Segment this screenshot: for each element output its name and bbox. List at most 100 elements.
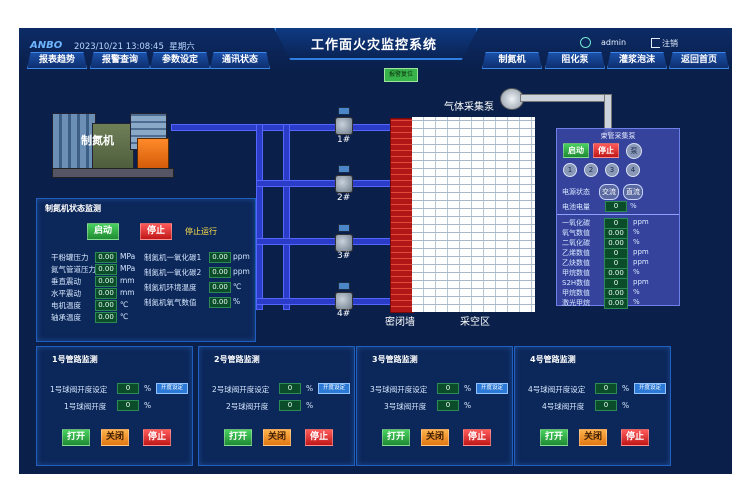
nav-report-trend[interactable]: 报表趋势	[27, 52, 87, 69]
gas-row-unit: ppm	[633, 258, 649, 266]
valve-set-value[interactable]: 0	[437, 383, 459, 394]
gas-row-unit: ppm	[633, 248, 649, 256]
valve-set-button[interactable]: 开度设定	[476, 383, 508, 394]
valve-open-button[interactable]: 打开	[62, 429, 90, 446]
username: admin	[601, 38, 627, 47]
valve-open-button[interactable]: 打开	[382, 429, 410, 446]
nav-alarm-query[interactable]: 报警查询	[90, 52, 150, 69]
nitrogen-right-value: 0.00	[209, 267, 231, 278]
valve-actuator-3	[338, 224, 350, 232]
gas-row-label: 氧气数值	[562, 229, 590, 237]
valve-3-label: 3#	[337, 251, 351, 261]
nitrogen-right-unit: ppm	[233, 267, 250, 276]
nitrogen-right-unit: ppm	[233, 252, 250, 261]
valve-set-button[interactable]: 开度设定	[318, 383, 350, 394]
nitrogen-right-unit: ℃	[233, 282, 242, 291]
logout-link[interactable]: 注销	[662, 39, 678, 48]
gas-pump-label: 气体采集泵	[444, 102, 494, 113]
valve-open-button[interactable]: 打开	[224, 429, 252, 446]
logout-icon[interactable]	[651, 38, 660, 48]
valve-close-button[interactable]: 关闭	[101, 429, 129, 446]
valve-actuator-1	[338, 107, 350, 115]
valve-open-label: 2号球阀开度	[226, 402, 269, 411]
pump-number-3[interactable]: 3	[605, 163, 619, 177]
valve-set-unit: %	[144, 384, 152, 393]
nitrogen-right-label: 制氮机一氧化碳2	[144, 268, 202, 277]
valve-1-label: 1#	[337, 135, 351, 145]
nitrogen-left-unit: MPa	[120, 252, 136, 261]
nitrogen-start-button[interactable]: 启动	[87, 223, 119, 240]
valve-open-label: 1号球阀开度	[64, 402, 107, 411]
valve-stop-button[interactable]: 停止	[143, 429, 171, 446]
valve-stop-button[interactable]: 停止	[463, 429, 491, 446]
valve-open-button[interactable]: 打开	[540, 429, 568, 446]
valve-3[interactable]	[335, 234, 353, 252]
nav-grout-foam[interactable]: 灌浆泡沫	[607, 52, 667, 69]
pump-number-4[interactable]: 4	[626, 163, 640, 177]
valve-set-button[interactable]: 开度设定	[634, 383, 666, 394]
nitrogen-left-value: 0.00	[95, 264, 117, 275]
valve-close-button[interactable]: 关闭	[421, 429, 449, 446]
gas-row-unit: %	[633, 228, 640, 236]
valve-close-button[interactable]: 关闭	[579, 429, 607, 446]
nitrogen-left-unit: MPa	[120, 264, 136, 273]
nav-nitrogen-machine[interactable]: 制氮机	[482, 52, 542, 69]
bundle-pump-panel: 束管采集泵 启动 停止 泵 1 2 3 4 电源状态 交流 直流 电池电量 0 …	[556, 128, 680, 309]
nitrogen-panel-title: 制氮机状态监测	[45, 204, 101, 213]
valve-open-unit: %	[622, 401, 630, 410]
page-title: 工作面火灾监控系统	[310, 38, 437, 53]
gas-row-unit: %	[633, 298, 640, 306]
alarm-reset-button[interactable]: 报警复位	[384, 68, 418, 82]
gas-row-unit: %	[633, 268, 640, 276]
dc-indicator: 直流	[623, 184, 643, 200]
nav-comm-status[interactable]: 通讯状态	[210, 52, 270, 69]
machine-label: 制氮机	[81, 134, 114, 147]
power-status-label: 电源状态	[562, 188, 590, 196]
nitrogen-stop-button[interactable]: 停止	[140, 223, 172, 240]
weekday-text: 星期六	[169, 42, 195, 52]
nitrogen-left-label: 电机温度	[51, 301, 81, 310]
nav-home[interactable]: 返回首页	[669, 52, 729, 69]
valve-set-value[interactable]: 0	[279, 383, 301, 394]
valve-stop-button[interactable]: 停止	[305, 429, 333, 446]
valve-4[interactable]	[335, 292, 353, 310]
pump-indicator: 泵	[626, 143, 642, 159]
valve-actuator-4	[338, 282, 350, 290]
valve-close-button[interactable]: 关闭	[263, 429, 291, 446]
nitrogen-right-label: 制氮机氧气数值	[144, 298, 197, 307]
valve-stop-button[interactable]: 停止	[621, 429, 649, 446]
pump-number-1[interactable]: 1	[563, 163, 577, 177]
nitrogen-left-value: 0.00	[95, 276, 117, 287]
gas-row-label: 甲烷数值	[562, 269, 590, 277]
main-pipe	[171, 124, 391, 131]
battery-unit: %	[630, 202, 637, 210]
pump-stop-button[interactable]: 停止	[593, 143, 619, 158]
valve-open-value: 0	[595, 400, 617, 411]
valve-open-unit: %	[464, 401, 472, 410]
valve-open-value: 0	[437, 400, 459, 411]
ac-indicator: 交流	[599, 184, 619, 200]
nitrogen-right-label: 制氮机环境温度	[144, 283, 197, 292]
datetime: 2023/10/21 13:08:45 星期六	[74, 40, 195, 52]
valve-1[interactable]	[335, 117, 353, 135]
valve-set-button[interactable]: 开度设定	[156, 383, 188, 394]
valve-set-value[interactable]: 0	[117, 383, 139, 394]
pump-number-2[interactable]: 2	[584, 163, 598, 177]
branch-pipe-4	[256, 298, 391, 305]
pipe-panel-title: 2号管路监测	[214, 355, 260, 364]
nav-inhibitor-pump[interactable]: 阻化泵	[545, 52, 605, 69]
gas-row-value: 0.00	[604, 298, 628, 309]
valve-open-value: 0	[117, 400, 139, 411]
nav-param-settings[interactable]: 参数设定	[150, 52, 210, 69]
gas-row-label: 二氧化碳	[562, 239, 590, 247]
pump-start-button[interactable]: 启动	[563, 143, 589, 158]
nitrogen-right-value: 0.00	[209, 252, 231, 263]
nitrogen-left-label: 轴承温度	[51, 313, 81, 322]
valve-set-value[interactable]: 0	[595, 383, 617, 394]
valve-2[interactable]	[335, 175, 353, 193]
nitrogen-run-status: 停止运行	[185, 227, 217, 236]
battery-value: 0	[605, 201, 627, 212]
nitrogen-left-unit: mm	[120, 276, 135, 285]
gas-row-unit: %	[633, 288, 640, 296]
